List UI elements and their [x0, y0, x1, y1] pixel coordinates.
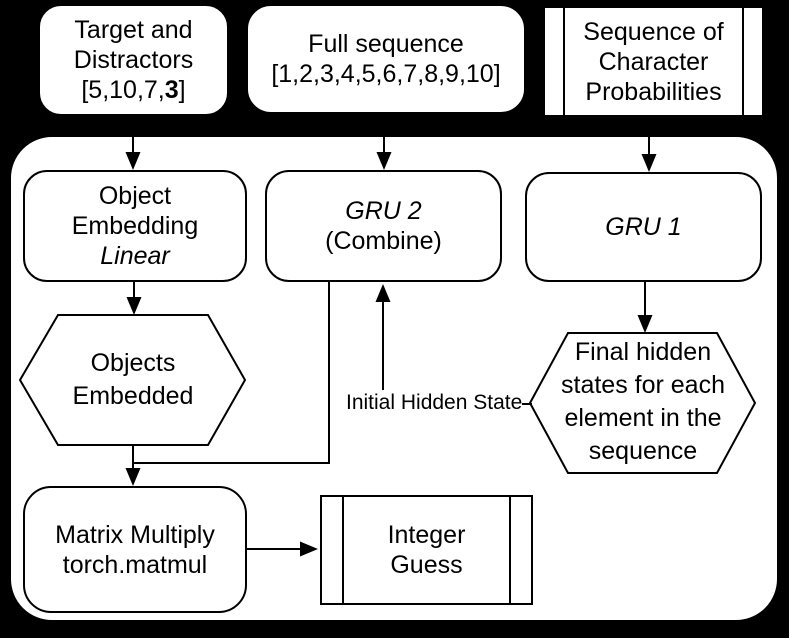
matmul-line1: Matrix Multiply: [55, 520, 215, 549]
target-line2: Distractors: [73, 46, 194, 74]
node-target-and-distractors: Target and Distractors [5,10,7,3]: [37, 3, 230, 117]
node-full-sequence: Full sequence [1,2,3,4,5,6,7,8,9,10]: [245, 3, 527, 115]
final-hidden-line2: states for each: [561, 371, 725, 399]
gru2-subtitle: (Combine): [325, 227, 442, 255]
node-sequence-of-character-probabilities: Sequence of Character Probabilities: [542, 5, 765, 118]
final-hidden-line3: element in the: [564, 404, 722, 432]
integer-guess-line2: Guess: [390, 551, 463, 579]
integer-guess-line1: Integer: [387, 521, 466, 549]
predefined-process-bar-left: [563, 8, 565, 115]
target-values: [5,10,7,3]: [40, 75, 227, 105]
final-hidden-line1: Final hidden: [574, 338, 712, 366]
node-object-embedding: Object Embedding Linear: [23, 170, 247, 282]
objects-embedded-line1: Objects: [90, 349, 176, 377]
target-values-suffix: ]: [178, 76, 186, 104]
target-value-bold: 3: [164, 76, 179, 104]
seqprob-line1: Sequence of: [583, 17, 724, 46]
node-gru1: GRU 1: [525, 172, 762, 282]
object-embedding-line2: Embedding: [71, 212, 199, 240]
object-embedding-linear: Linear: [100, 242, 170, 270]
fullseq-line1: Full sequence: [308, 30, 464, 58]
target-line1: Target and: [74, 16, 193, 44]
node-gru2-combine: GRU 2 (Combine): [265, 170, 502, 282]
gru1-title: GRU 1: [605, 213, 682, 241]
objects-embedded-line2: Embedded: [72, 382, 194, 410]
fullseq-values: [1,2,3,4,5,6,7,8,9,10]: [271, 60, 501, 88]
node-integer-guess: Integer Guess: [320, 495, 533, 605]
predefined-process-bar-right: [509, 497, 511, 603]
objects-embedded-hexagon-text: Objects Embedded: [20, 347, 246, 413]
seqprob-line2: Character: [598, 47, 709, 76]
gru2-title: GRU 2: [345, 197, 422, 225]
target-values-prefix: [5,10,7,: [81, 76, 165, 104]
final-hidden-line4: sequence: [588, 437, 698, 465]
final-hidden-states-hexagon-text: Final hidden states for each element in …: [528, 336, 758, 468]
object-embedding-line1: Object: [98, 182, 172, 210]
initial-hidden-state-label: Initial Hidden State: [346, 391, 523, 414]
matmul-line2: torch.matmul: [62, 550, 208, 579]
seqprob-line3: Probabilities: [585, 77, 722, 106]
predefined-process-bar-right: [742, 8, 744, 115]
predefined-process-bar-left: [342, 497, 344, 603]
node-matrix-multiply: Matrix Multiply torch.matmul: [23, 486, 247, 613]
